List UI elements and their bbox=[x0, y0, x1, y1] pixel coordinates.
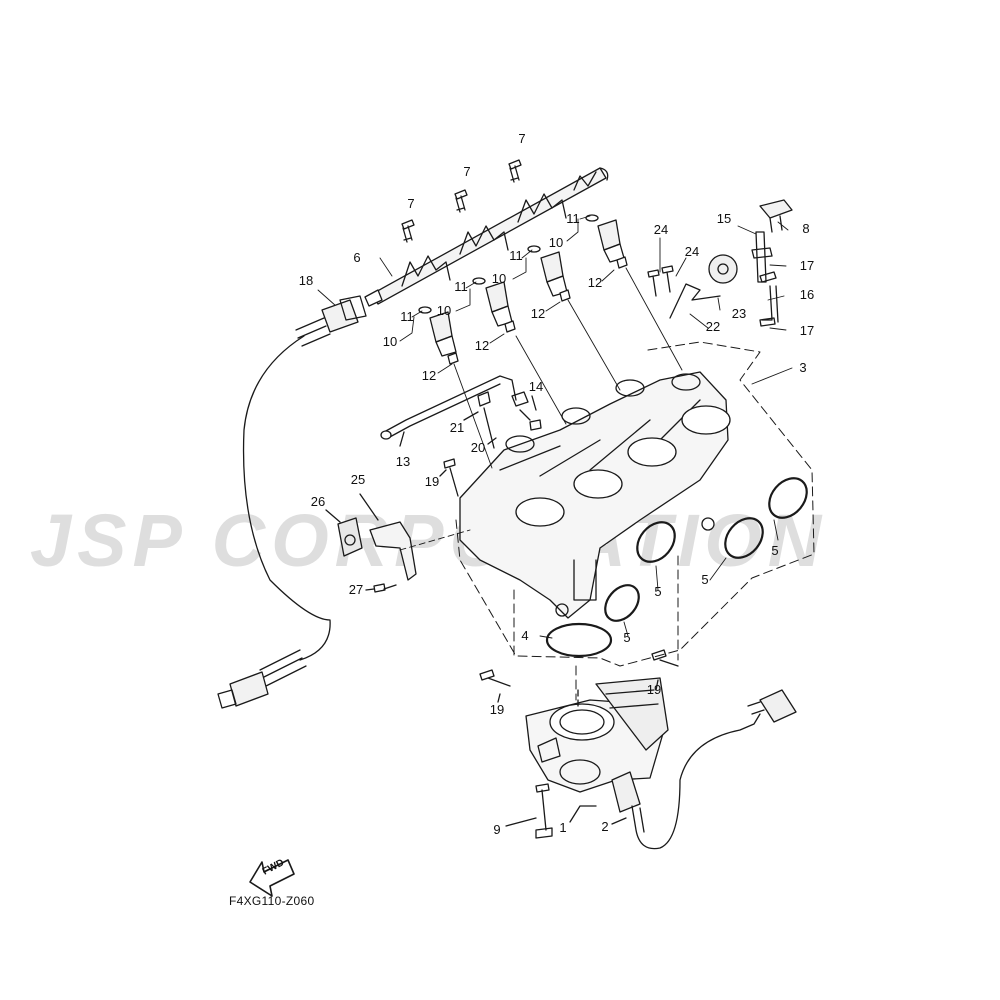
callout-19: 19 bbox=[424, 474, 440, 489]
fuel-pipe-and-fittings bbox=[380, 375, 542, 449]
callout-27: 27 bbox=[348, 582, 364, 597]
callout-9: 9 bbox=[493, 822, 501, 837]
callout-10: 10 bbox=[548, 235, 564, 250]
callout-18: 18 bbox=[298, 273, 314, 288]
callout-5: 5 bbox=[771, 543, 779, 558]
callout-2: 2 bbox=[601, 819, 609, 834]
callout-1: 1 bbox=[559, 820, 567, 835]
callout-21: 21 bbox=[449, 420, 465, 435]
callout-4: 4 bbox=[521, 628, 529, 643]
throttle-body bbox=[479, 649, 797, 850]
callout-11: 11 bbox=[509, 248, 523, 263]
callout-7: 7 bbox=[518, 131, 526, 146]
callout-25: 25 bbox=[350, 472, 366, 487]
gaskets bbox=[545, 477, 808, 658]
callout-22: 22 bbox=[705, 319, 721, 334]
callout-16: 16 bbox=[799, 287, 815, 302]
callout-24: 24 bbox=[653, 222, 669, 237]
callout-19: 19 bbox=[489, 702, 505, 717]
callout-13: 13 bbox=[395, 454, 411, 469]
callout-17: 17 bbox=[799, 323, 815, 338]
callout-5: 5 bbox=[623, 630, 631, 645]
callout-3: 3 bbox=[799, 360, 807, 375]
callout-8: 8 bbox=[802, 221, 810, 236]
callout-15: 15 bbox=[716, 211, 732, 226]
bracket-left bbox=[325, 458, 471, 593]
fuel-rail bbox=[364, 167, 609, 307]
leader-lines-top bbox=[317, 215, 793, 385]
callout-12: 12 bbox=[474, 338, 490, 353]
gasket-leader-lines bbox=[539, 519, 779, 639]
harness-cable bbox=[217, 295, 367, 709]
callout-5: 5 bbox=[701, 572, 709, 587]
callout-5: 5 bbox=[654, 584, 662, 599]
callout-11: 11 bbox=[400, 309, 414, 324]
callout-10: 10 bbox=[382, 334, 398, 349]
callout-7: 7 bbox=[407, 196, 415, 211]
figure-code: F4XG110-Z060 bbox=[229, 894, 315, 908]
callout-7: 7 bbox=[463, 164, 471, 179]
callout-26: 26 bbox=[310, 494, 326, 509]
bolt-group-7 bbox=[401, 159, 522, 243]
callout-11: 11 bbox=[566, 211, 580, 226]
callout-10: 10 bbox=[491, 271, 507, 286]
fwd-arrow-icon bbox=[249, 859, 295, 897]
callout-23: 23 bbox=[731, 306, 747, 321]
callout-6: 6 bbox=[353, 250, 361, 265]
callout-12: 12 bbox=[530, 306, 546, 321]
callout-12: 12 bbox=[421, 368, 437, 383]
sensor-hose-assembly bbox=[708, 199, 793, 327]
callout-17: 17 bbox=[799, 258, 815, 273]
callout-20: 20 bbox=[470, 440, 486, 455]
callout-12: 12 bbox=[587, 275, 603, 290]
callout-11: 11 bbox=[454, 279, 468, 294]
callout-24: 24 bbox=[684, 244, 700, 259]
callout-14: 14 bbox=[528, 379, 544, 394]
callout-19: 19 bbox=[646, 682, 662, 697]
injector-group bbox=[418, 214, 628, 365]
callout-10: 10 bbox=[436, 303, 452, 318]
intake-manifold bbox=[459, 371, 731, 619]
injector-leader-lines bbox=[453, 267, 683, 469]
bracket-and-bolts bbox=[647, 265, 721, 319]
assembly-outline bbox=[455, 341, 815, 701]
